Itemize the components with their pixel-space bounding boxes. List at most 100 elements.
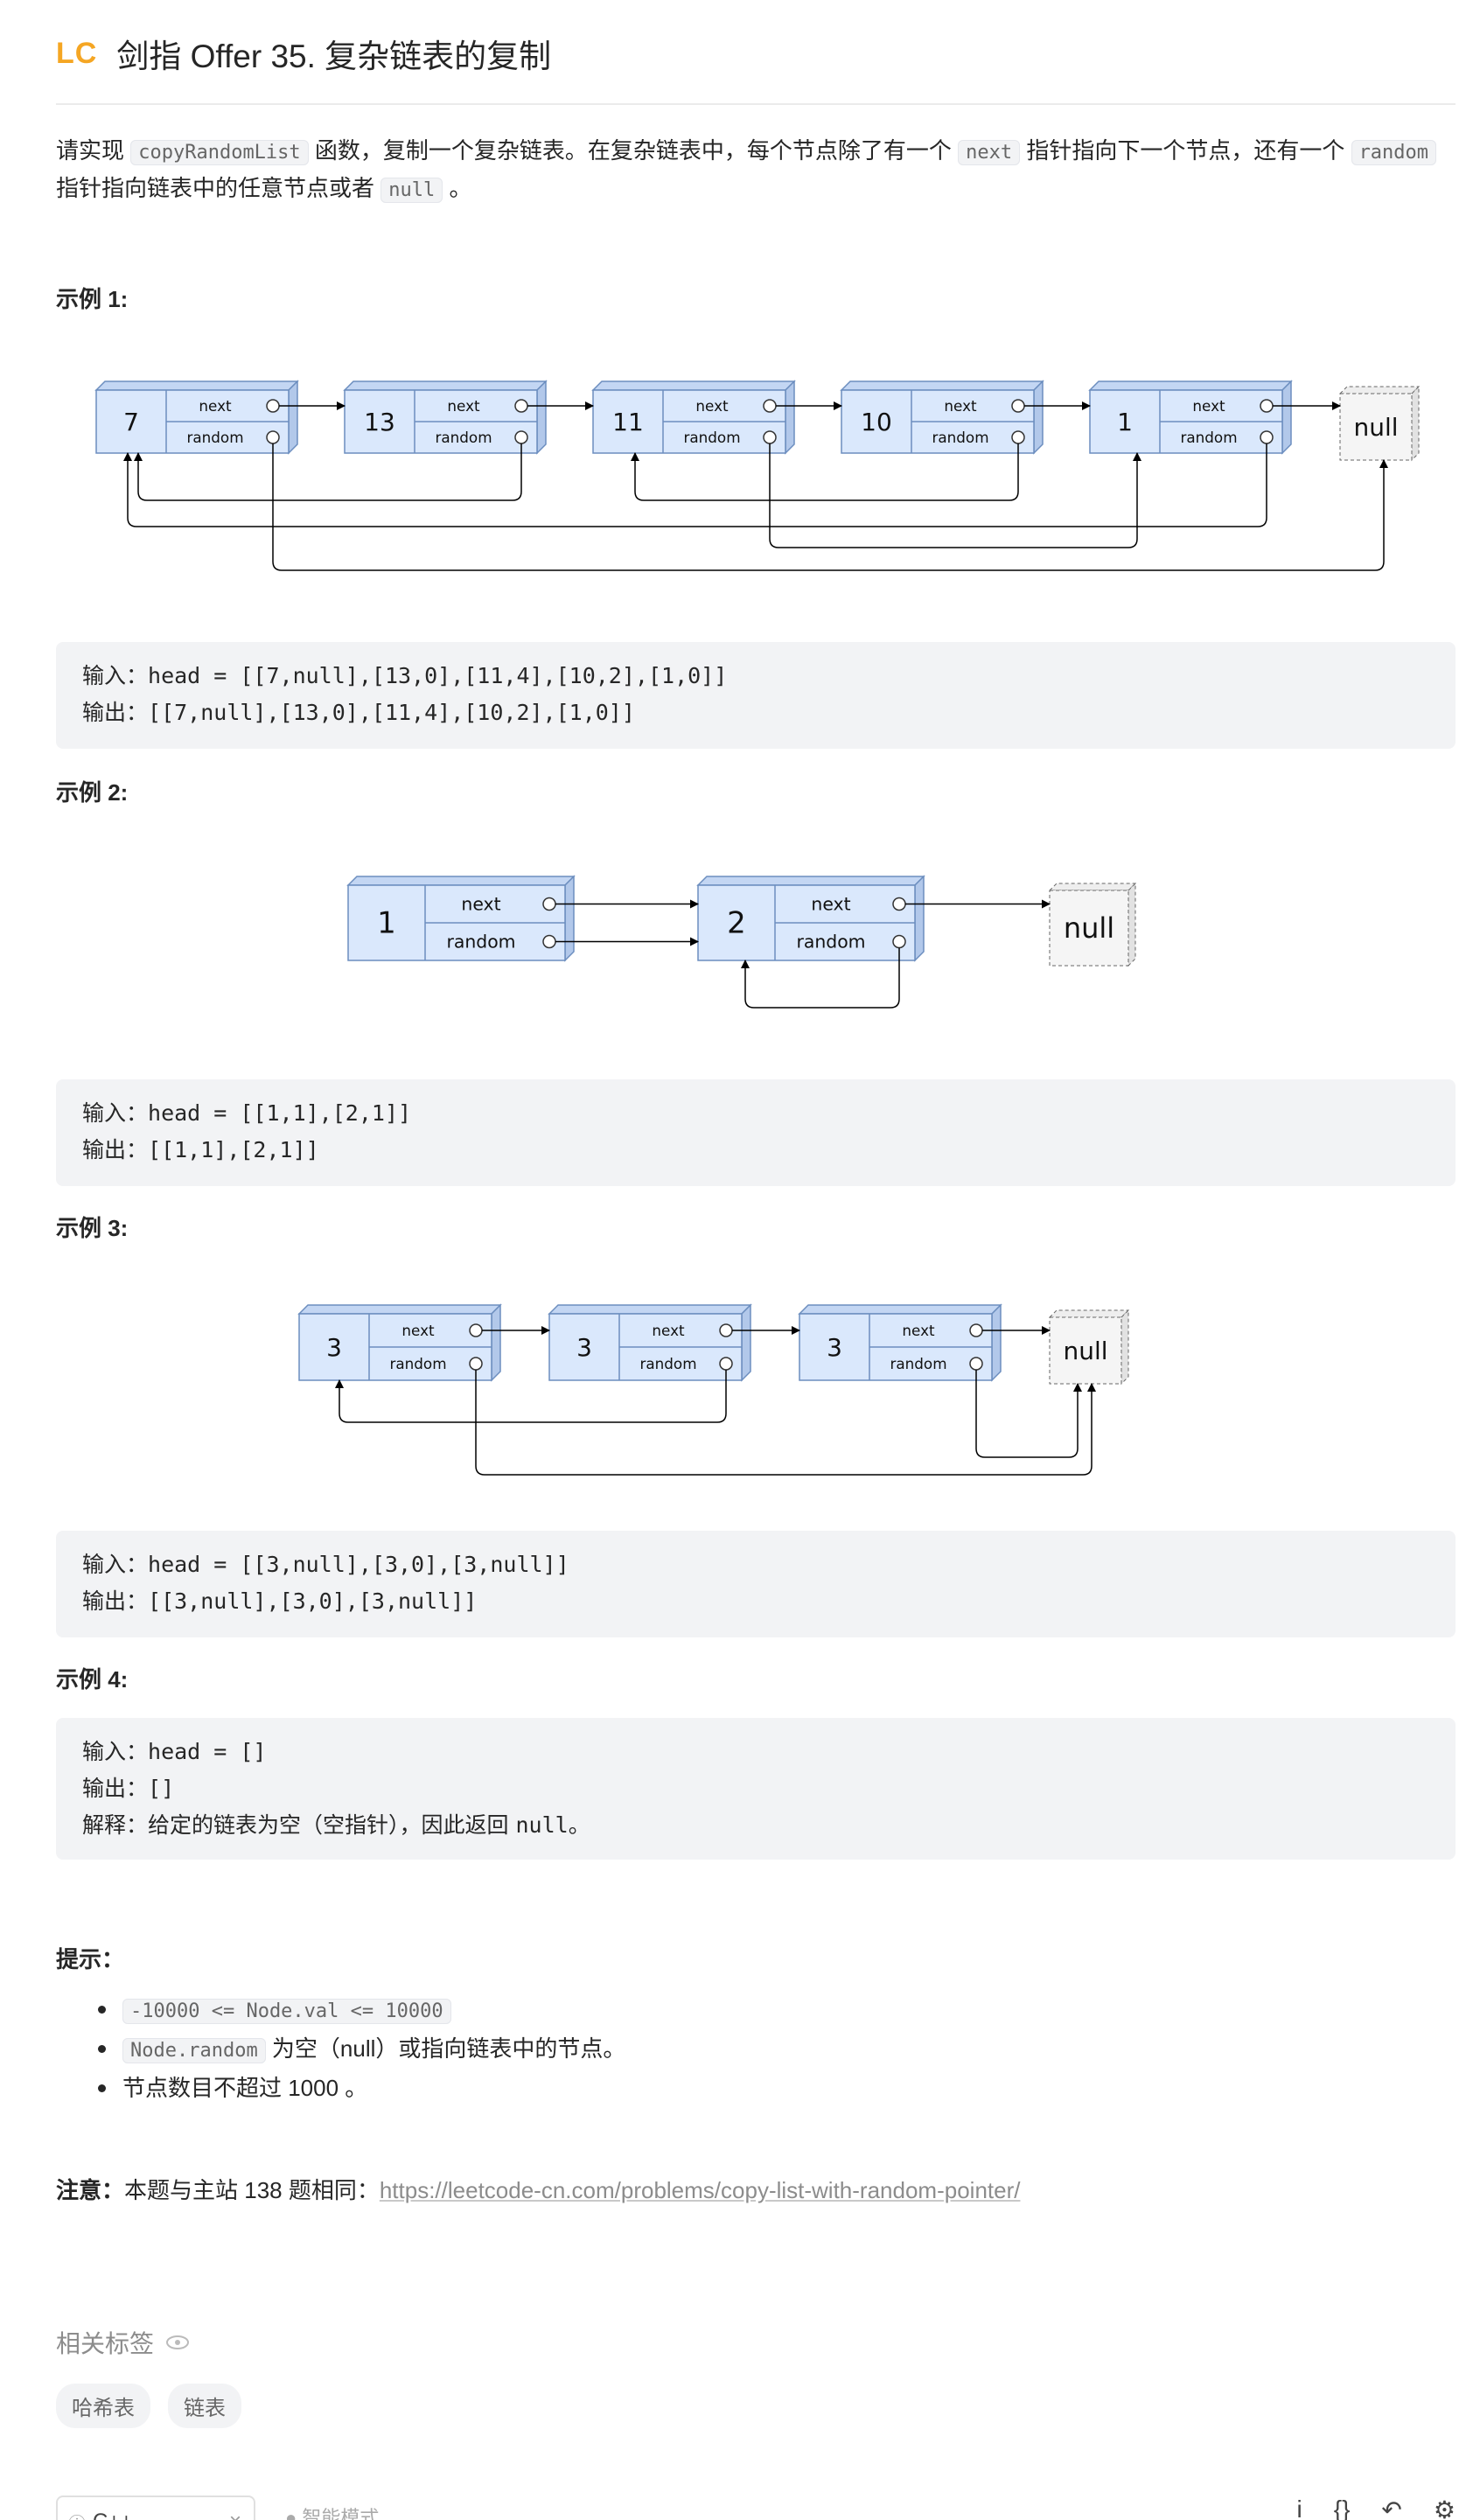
next-pointer — [266, 399, 280, 413]
desc-text: 指针指向下一个节点，还有一个 — [1020, 137, 1351, 164]
desc-text: 指针指向链表中的任意节点或者 — [56, 175, 381, 201]
tag-linked-list[interactable]: 链表 — [168, 2384, 241, 2428]
clear-icon[interactable]: × — [229, 2510, 241, 2520]
node-top-face — [798, 1304, 1002, 1315]
node-next-label: next — [199, 397, 232, 415]
explain-label: 解释： — [82, 1812, 149, 1838]
eye-icon[interactable] — [164, 2334, 191, 2351]
desc-text: 函数，复制一个复杂链表。在复杂链表中，每个节点除了有一个 — [308, 137, 959, 164]
language-select[interactable]: ⓘ C++ × — [56, 2496, 255, 2520]
tip-item: 节点数目不超过 1000 。 — [97, 2070, 625, 2106]
next-pointer — [514, 399, 528, 413]
node-value: 11 — [612, 408, 644, 436]
settings-icon[interactable]: ⚙ — [1433, 2496, 1456, 2520]
output-line: 输出：[[1,1],[2,1]] — [56, 1132, 1456, 1169]
braces-icon[interactable]: {} — [1333, 2496, 1351, 2520]
random-arrow — [335, 1370, 727, 1423]
output-line: 输出：[] — [56, 1770, 1456, 1807]
info-italic-icon[interactable]: i — [1296, 2496, 1302, 2520]
desc-text: 。 — [443, 175, 472, 201]
node-random-label: random — [639, 1355, 696, 1372]
desc-text: 请实现 — [56, 137, 131, 164]
node-side-face — [1281, 380, 1292, 455]
explain-text: 给定的链表为空（空指针），因此返回 — [148, 1812, 516, 1838]
output-label: 输出： — [82, 1588, 149, 1614]
title-divider — [56, 103, 1456, 105]
node-side-face — [536, 380, 547, 455]
brand-logo: LC — [56, 36, 98, 70]
info-icon: ⓘ — [68, 2510, 86, 2520]
node-value: 3 — [326, 1333, 342, 1362]
node-value: 3 — [827, 1333, 842, 1362]
input-line: 输入：head = [[3,null],[3,0],[3,null]] — [56, 1546, 1456, 1583]
next-pointer — [892, 897, 906, 911]
problem-description: 请实现 copyRandomList 函数，复制一个复杂链表。在复杂链表中，每个… — [56, 133, 1456, 208]
desc-code-null: null — [380, 178, 443, 203]
note: 注意：本题与主站 138 题相同：https://leetcode-cn.com… — [56, 2173, 1020, 2205]
example-3-code: 输入：head = [[3,null],[3,0],[3,null]] 输出：[… — [56, 1531, 1456, 1637]
output-value: [] — [148, 1776, 175, 1801]
example-2-code: 输入：head = [[1,1],[2,1]] 输出：[[1,1],[2,1]] — [56, 1079, 1456, 1186]
random-pointer — [514, 430, 528, 444]
explain-text-end: 。 — [568, 1812, 590, 1838]
node-top-face — [343, 380, 548, 391]
node-top-face — [346, 876, 576, 886]
example-4-code: 输入：head = [] 输出：[] 解释：给定的链表为空（空指针），因此返回 … — [56, 1718, 1456, 1860]
next-pointer — [719, 1323, 733, 1337]
random-pointer — [469, 1357, 483, 1371]
explain-line: 解释：给定的链表为空（空指针），因此返回 null。 — [56, 1807, 1456, 1844]
node-random-label: random — [389, 1355, 446, 1372]
node-top-face — [696, 876, 925, 886]
node-value: 2 — [727, 906, 746, 941]
desc-code-random: random — [1351, 140, 1437, 165]
random-pointer — [892, 934, 906, 949]
output-line: 输出：[[7,null],[13,0],[11,4],[10,2],[1,0]] — [56, 695, 1456, 731]
node-next-label: next — [461, 894, 500, 915]
node-side-face — [741, 1303, 751, 1382]
null-box-side — [1127, 882, 1136, 967]
node-next-label: next — [944, 397, 977, 415]
page-title: 剑指 Offer 35. 复杂链表的复制 — [116, 38, 552, 74]
null-box — [1049, 890, 1129, 967]
next-pointer — [469, 1323, 483, 1337]
node-next-label: next — [652, 1322, 685, 1339]
related-tags-title[interactable]: 相关标签 — [56, 2325, 191, 2360]
random-pointer — [1260, 430, 1274, 444]
tip-code: Node.random — [122, 2038, 266, 2063]
example-1-diagram: 7nextrandom13nextrandom11nextrandom10nex… — [94, 380, 1421, 571]
input-line: 输入：head = [[7,null],[13,0],[11,4],[10,2]… — [56, 658, 1456, 695]
null-box-side — [1120, 1309, 1129, 1386]
example-1-heading: 示例 1: — [56, 286, 129, 312]
random-arrow — [741, 947, 900, 1009]
editor-tools: i {} ↶ ⚙ — [1296, 2496, 1456, 2520]
node-top-face — [591, 380, 796, 391]
null-box — [1049, 1316, 1122, 1385]
node-top-face — [840, 380, 1044, 391]
input-label: 输入： — [82, 1739, 149, 1764]
null-label: null — [1063, 1337, 1107, 1365]
tips-list: -10000 <= Node.val <= 10000 Node.random … — [97, 1991, 625, 2106]
smart-mode-toggle[interactable]: ● 智能模式 — [285, 2503, 379, 2520]
null-box — [1339, 393, 1413, 461]
node-value: 7 — [123, 408, 139, 436]
null-box-top — [1048, 1309, 1130, 1318]
note-link[interactable]: https://leetcode-cn.com/problems/copy-li… — [379, 2177, 1021, 2203]
undo-icon[interactable]: ↶ — [1381, 2496, 1402, 2520]
node-top-face — [297, 1304, 502, 1315]
node-side-face — [914, 875, 925, 962]
input-line: 输入：head = [[1,1],[2,1]] — [56, 1095, 1456, 1132]
related-tags-label: 相关标签 — [56, 2330, 155, 2357]
example-3-heading: 示例 3: — [56, 1215, 129, 1241]
node-side-face — [1033, 380, 1044, 455]
random-arrow — [769, 443, 1141, 548]
tip-item: -10000 <= Node.val <= 10000 — [97, 1991, 625, 2030]
input-label: 输入： — [82, 1100, 149, 1126]
random-pointer — [542, 934, 556, 949]
random-arrow — [631, 443, 1019, 501]
output-value: [[3,null],[3,0],[3,null]] — [148, 1588, 478, 1614]
tag-hash-table[interactable]: 哈希表 — [56, 2384, 150, 2428]
language-value: C++ — [93, 2510, 132, 2520]
random-pointer — [266, 430, 280, 444]
input-value: head = [[1,1],[2,1]] — [148, 1100, 412, 1126]
node-random-label: random — [1180, 429, 1237, 446]
